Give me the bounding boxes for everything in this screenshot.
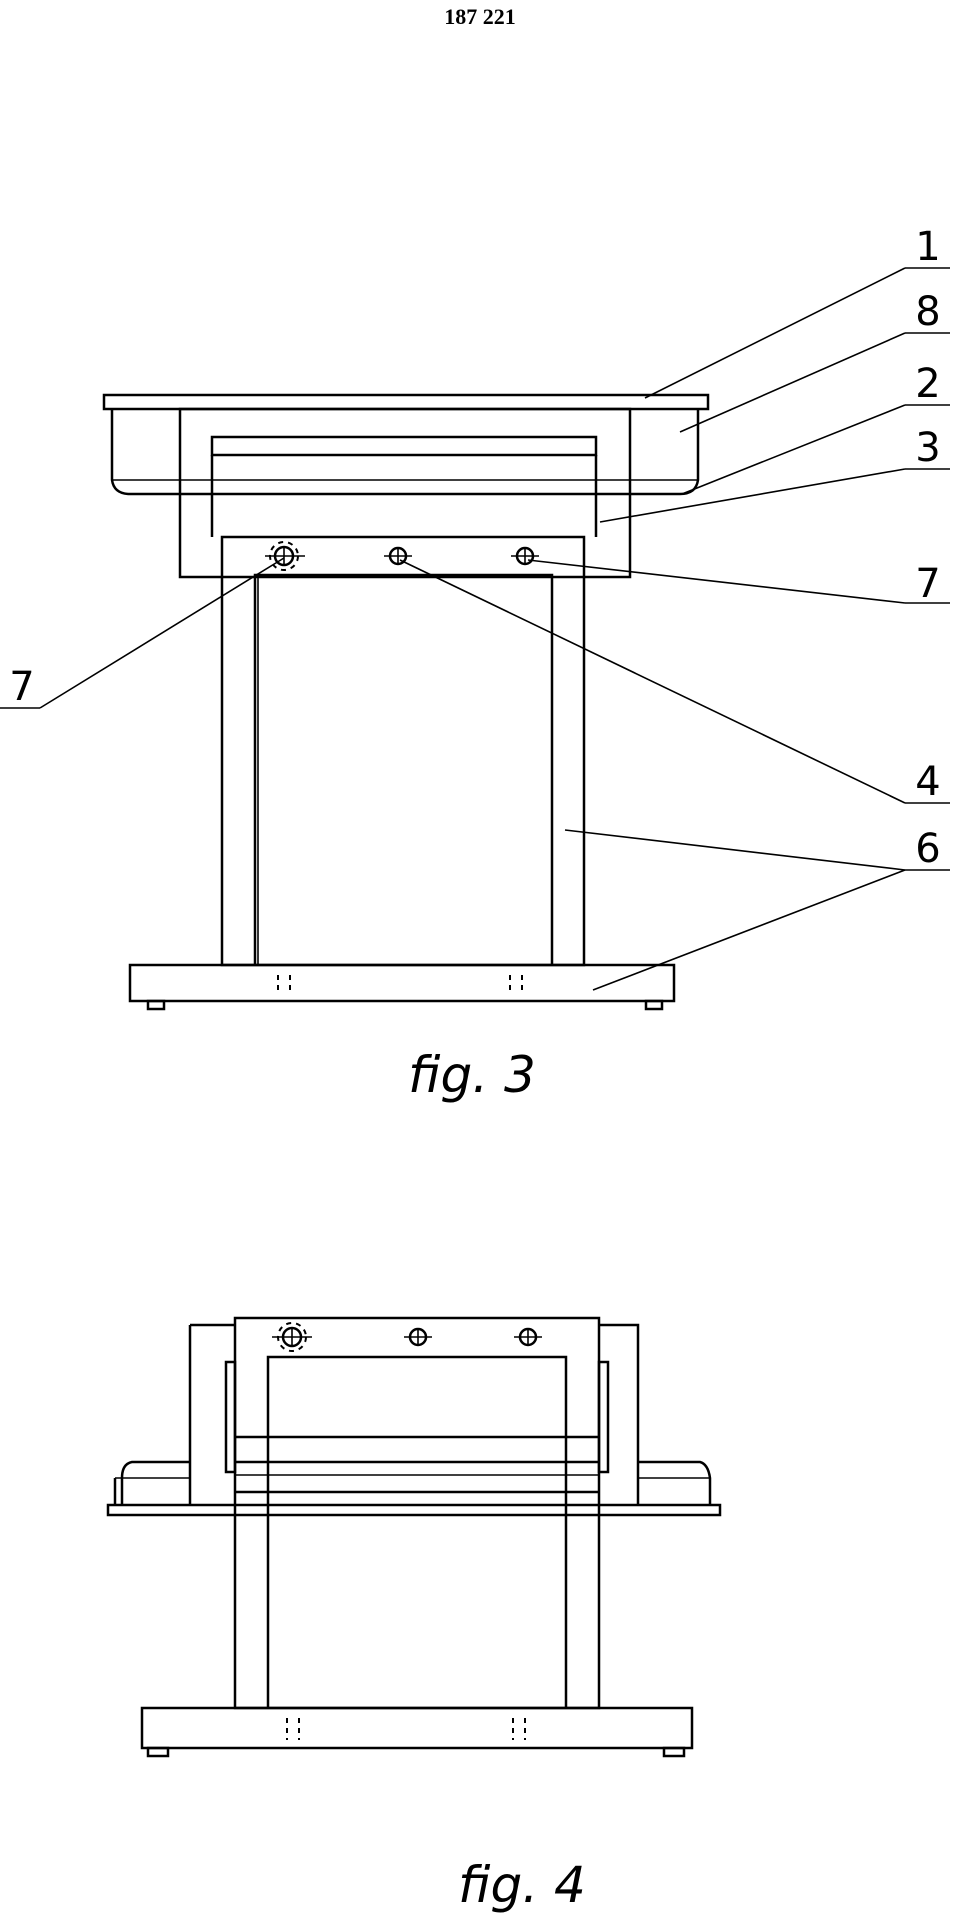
base-plate bbox=[128, 963, 676, 1003]
base-foot-left bbox=[146, 999, 166, 1011]
side-bracket-left bbox=[224, 1360, 237, 1474]
housing-rail bbox=[210, 435, 598, 457]
figure-4-caption: fig. 4 bbox=[458, 1856, 586, 1914]
tray-left bbox=[120, 1460, 190, 1505]
leader-1 bbox=[644, 267, 906, 399]
tray-right bbox=[638, 1460, 712, 1505]
tray bbox=[110, 409, 700, 496]
leader-2 bbox=[681, 404, 906, 495]
base-foot-right bbox=[662, 1746, 686, 1758]
ref-label-6: 6 bbox=[915, 826, 940, 872]
figure-3-caption: fig. 3 bbox=[408, 1046, 536, 1104]
housing-right-edge bbox=[600, 1323, 640, 1505]
table-top-plate bbox=[106, 1503, 722, 1517]
table-top-plate bbox=[102, 393, 710, 411]
figure-4: fig. 4 bbox=[106, 1316, 722, 1914]
side-bracket-right bbox=[597, 1360, 610, 1474]
bolt-middle bbox=[404, 1327, 432, 1347]
bolt-left bbox=[272, 1322, 312, 1352]
leader-3 bbox=[599, 468, 906, 523]
leader-6-base bbox=[592, 869, 906, 991]
ref-label-2: 2 bbox=[915, 361, 940, 407]
bolt-right bbox=[514, 1327, 542, 1347]
bolt-middle bbox=[384, 546, 412, 566]
leader-4 bbox=[399, 559, 906, 804]
bolt-right bbox=[511, 546, 539, 566]
stand-frame-inner bbox=[253, 573, 554, 965]
leader-6-leg bbox=[564, 829, 906, 871]
base-plate bbox=[140, 1706, 694, 1750]
housing bbox=[178, 407, 632, 579]
leader-7-right bbox=[527, 559, 906, 604]
ref-label-4: 4 bbox=[915, 759, 940, 805]
stand-frame bbox=[233, 1316, 601, 1710]
leader-8 bbox=[679, 332, 906, 433]
ref-label-7-left: 7 bbox=[9, 664, 34, 710]
leader-7-left bbox=[39, 557, 285, 709]
page-number: 187 221 bbox=[444, 4, 516, 29]
base-foot-right bbox=[644, 999, 664, 1011]
base-foot-left bbox=[146, 1746, 170, 1758]
ref-label-7-right: 7 bbox=[915, 561, 940, 607]
ref-label-1: 1 bbox=[915, 224, 940, 270]
stand-frame bbox=[220, 535, 586, 967]
ref-label-8: 8 bbox=[915, 289, 940, 335]
figure-3: 1 8 2 3 7 7 4 6 fig. 3 bbox=[0, 224, 950, 1104]
ref-label-3: 3 bbox=[915, 425, 940, 471]
bolt-left bbox=[265, 541, 305, 571]
stand-frame-inner bbox=[266, 1355, 568, 1708]
